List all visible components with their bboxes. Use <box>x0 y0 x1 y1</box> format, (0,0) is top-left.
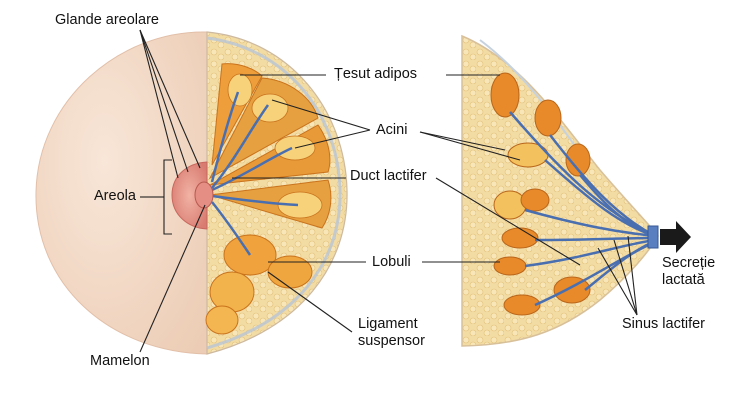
label-ligament-suspensor: Ligament suspensor <box>358 316 425 349</box>
nipple <box>194 181 214 209</box>
label-acini: Acini <box>376 122 408 138</box>
label-mamelon: Mamelon <box>90 353 150 369</box>
breast-sagittal-view <box>461 34 691 347</box>
areola <box>171 161 208 230</box>
sagittal-ducts <box>509 111 656 307</box>
gland-lobes <box>205 63 332 335</box>
secretion-arrow <box>660 221 691 253</box>
label-glande-areolare: Glande areolare <box>55 12 159 28</box>
label-secretie-lactata: Secreție lactată <box>662 255 716 288</box>
breast-front-view <box>35 31 348 355</box>
label-lobuli: Lobuli <box>372 254 411 270</box>
sagittal-lobules <box>490 72 591 316</box>
label-sinus-lactifer: Sinus lactifer <box>622 316 706 332</box>
lactiferous-ducts <box>210 91 299 256</box>
label-areola: Areola <box>94 188 136 204</box>
label-duct-lactifer: Duct lactifer <box>350 168 427 184</box>
skin-surface <box>35 31 208 355</box>
leader-lines <box>139 29 638 353</box>
label-tesut-adipos: Țesut adipos <box>334 66 418 82</box>
